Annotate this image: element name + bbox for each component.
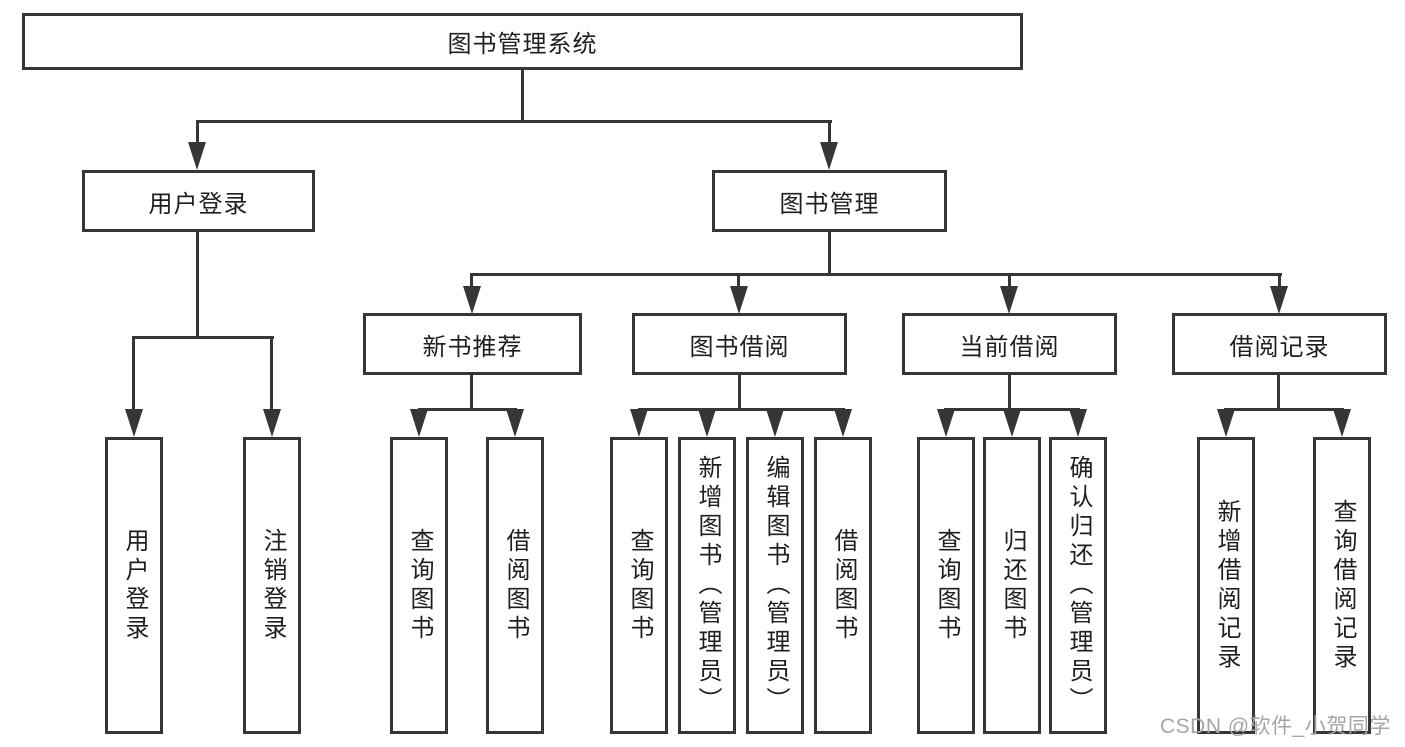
- connector-bookmgmt-stub: [828, 232, 831, 273]
- arrow-down-icon: [506, 409, 524, 437]
- leaf-recommend-query-book: 查询图书: [390, 437, 448, 734]
- watermark: CSDN @软件_小贺同学: [1160, 715, 1391, 738]
- leaf-borrow-add-book-admin: 新增图书（管理员）: [678, 437, 736, 734]
- arrow-down-icon: [937, 409, 955, 437]
- connector-g1-stub: [738, 375, 741, 408]
- connector-userlogin-left-stub: [132, 336, 135, 412]
- arrow-down-icon: [834, 409, 852, 437]
- leaf-borrow-query-book: 查询图书: [610, 437, 668, 734]
- leaf-current-query-book: 查询图书: [917, 437, 975, 734]
- connector-root-stub: [521, 70, 524, 120]
- arrow-down-icon: [463, 286, 481, 314]
- leaf-record-add-borrow-record: 新增借阅记录: [1197, 437, 1255, 734]
- connector-g1-hline: [638, 408, 845, 411]
- arrow-down-icon: [820, 142, 838, 170]
- connector-bookmgmt-hline: [470, 273, 1282, 276]
- arrow-down-icon: [1217, 409, 1235, 437]
- arrow-down-icon: [125, 409, 143, 437]
- node-new-book-recommend: 新书推荐: [363, 313, 582, 375]
- leaf-logout: 注销登录: [243, 437, 301, 734]
- connector-g3-hline: [1224, 408, 1344, 411]
- arrow-down-icon: [730, 286, 748, 314]
- connector-userlogin-stub: [196, 232, 199, 336]
- connector-l1-left-stub: [196, 120, 199, 144]
- leaf-user-login: 用户登录: [105, 437, 163, 734]
- arrow-down-icon: [1270, 286, 1288, 314]
- connector-userlogin-right-stub: [270, 336, 273, 412]
- node-borrow-records: 借阅记录: [1172, 313, 1387, 375]
- node-library-system: 图书管理系统: [22, 13, 1023, 70]
- leaf-borrow-edit-book-admin: 编辑图书（管理员）: [746, 437, 804, 734]
- arrow-down-icon: [1333, 409, 1351, 437]
- connector-g0-hline: [418, 408, 517, 411]
- connector-bookmgmt-stub2: [737, 273, 740, 288]
- connector-userlogin-hline: [132, 336, 274, 339]
- leaf-current-return-book: 归还图书: [983, 437, 1041, 734]
- leaf-borrow-borrow-book: 借阅图书: [814, 437, 872, 734]
- node-book-management: 图书管理: [712, 170, 947, 232]
- connector-bookmgmt-stub4: [1278, 273, 1281, 288]
- arrow-down-icon: [1003, 409, 1021, 437]
- arrow-down-icon: [1069, 409, 1087, 437]
- arrow-down-icon: [630, 409, 648, 437]
- arrow-down-icon: [766, 409, 784, 437]
- connector-l1-hline: [196, 120, 832, 123]
- arrow-down-icon: [188, 142, 206, 170]
- leaf-current-confirm-return-admin: 确认归还（管理员）: [1049, 437, 1107, 734]
- connector-l1-right-stub: [828, 120, 831, 144]
- connector-bookmgmt-stub1: [470, 273, 473, 288]
- leaf-recommend-borrow-book: 借阅图书: [486, 437, 544, 734]
- connector-g3-stub: [1277, 375, 1280, 408]
- arrow-down-icon: [698, 409, 716, 437]
- arrow-down-icon: [410, 409, 428, 437]
- leaf-record-query-borrow-record: 查询借阅记录: [1313, 437, 1371, 734]
- connector-g0-stub: [470, 375, 473, 408]
- node-current-borrowing: 当前借阅: [902, 313, 1117, 375]
- arrow-down-icon: [263, 409, 281, 437]
- node-user-login: 用户登录: [82, 170, 315, 232]
- node-book-borrowing: 图书借阅: [632, 313, 847, 375]
- arrow-down-icon: [1000, 286, 1018, 314]
- connector-g2-stub: [1008, 375, 1011, 408]
- connector-bookmgmt-stub3: [1008, 273, 1011, 288]
